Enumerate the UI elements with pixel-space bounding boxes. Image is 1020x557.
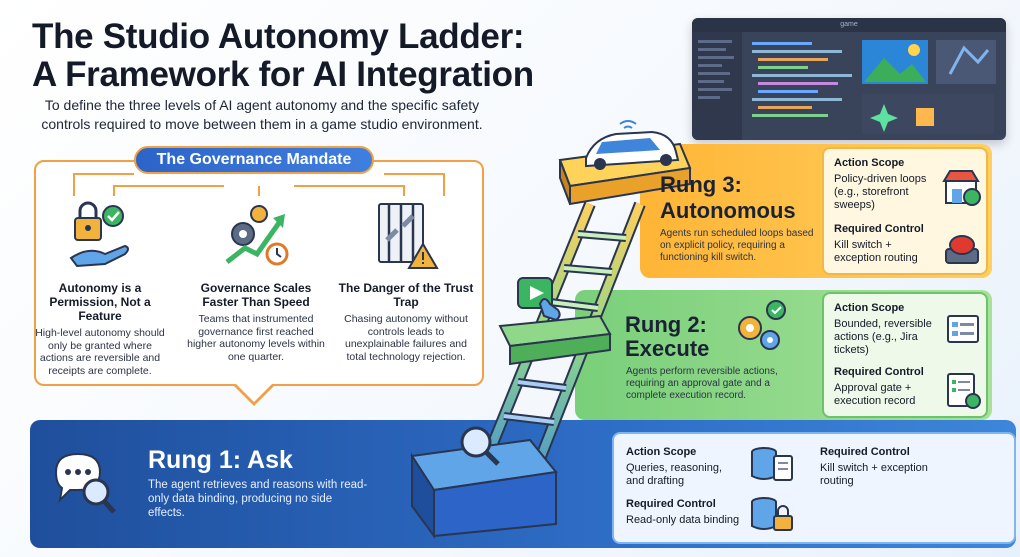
magnifier-icon bbox=[460, 426, 500, 466]
required-control-text-2: Kill switch + exception routing bbox=[820, 462, 928, 487]
gears-check-icon bbox=[738, 300, 786, 350]
rung2-title-2: Execute bbox=[625, 336, 710, 361]
game-editor-mockup: game bbox=[692, 18, 1006, 140]
governance-banner: The Governance Mandate bbox=[134, 146, 374, 174]
rung2-title: Rung 2: bbox=[625, 312, 707, 337]
required-control-label: Required Control bbox=[834, 366, 924, 378]
action-scope-text: Bounded, reversible actions (e.g., Jira … bbox=[834, 318, 932, 356]
governance-pointer-inner bbox=[235, 383, 273, 402]
broken-chain-warning-icon bbox=[378, 203, 439, 269]
governance-heading: Governance Scales Faster Than Speed bbox=[200, 281, 312, 309]
action-scope-text: Policy-driven loops (e.g., storefront sw… bbox=[834, 173, 927, 211]
governance-column-scales: Governance Scales Faster Than Speed Team… bbox=[186, 200, 326, 363]
governance-connector-lines bbox=[73, 173, 445, 196]
storefront-icon bbox=[942, 170, 981, 206]
rung3-title-2: Autonomous bbox=[660, 198, 796, 223]
play-button-icon bbox=[517, 277, 561, 322]
database-document-icon bbox=[751, 447, 793, 481]
required-control-text: Approval gate + execution record bbox=[834, 382, 916, 407]
checklist-icon bbox=[947, 373, 981, 409]
ticket-form-icon bbox=[947, 315, 979, 343]
title-line1: The Studio Autonomy Ladder: bbox=[32, 17, 525, 56]
governance-column-trust-trap: The Danger of the Trust Trap Chasing aut… bbox=[336, 200, 476, 363]
lock-hand-check-icon bbox=[69, 201, 129, 268]
governance-body: Teams that instrumented governance first… bbox=[187, 313, 325, 363]
required-control-label-2: Required Control bbox=[820, 446, 910, 458]
page-subtitle: To define the three levels of AI agent a… bbox=[41, 97, 483, 132]
database-lock-icon bbox=[751, 497, 793, 531]
mockup-titlebar: game bbox=[692, 18, 1006, 32]
title-line2: A Framework for AI Integration bbox=[32, 55, 534, 94]
chat-search-icon bbox=[54, 452, 116, 514]
governance-panel bbox=[34, 160, 484, 386]
governance-column-permission: Autonomy is a Permission, Not a Feature … bbox=[30, 200, 170, 377]
rung3-title: Rung 3: bbox=[660, 172, 742, 197]
governance-body: Chasing autonomy without controls leads … bbox=[344, 313, 468, 363]
gears-growth-arrow-icon bbox=[225, 205, 289, 266]
action-scope-text: Queries, reasoning, and drafting bbox=[626, 462, 722, 487]
ladder-illustration bbox=[410, 120, 692, 540]
action-scope-label: Action Scope bbox=[834, 157, 905, 169]
governance-heading: Autonomy is a Permission, Not a Feature bbox=[49, 281, 151, 323]
required-control-text: Kill switch + exception routing bbox=[834, 239, 918, 264]
governance-heading: The Danger of the Trust Trap bbox=[338, 281, 474, 309]
rung1-description: The agent retrieves and reasons with rea… bbox=[148, 479, 368, 519]
code-editor-icon bbox=[692, 32, 996, 140]
governance-body: High-level autonomy should only be grant… bbox=[35, 327, 165, 377]
kill-switch-icon bbox=[945, 235, 979, 264]
rung1-card: Action Scope Queries, reasoning, and dra… bbox=[612, 432, 1016, 544]
required-control-text: Read-only data binding bbox=[626, 514, 740, 526]
car-icon bbox=[585, 120, 680, 170]
rung2-card: Action Scope Bounded, reversible actions… bbox=[822, 292, 988, 418]
action-scope-label: Action Scope bbox=[626, 446, 697, 458]
action-scope-label: Action Scope bbox=[834, 302, 905, 314]
rung2-description: Agents perform reversible actions, requi… bbox=[626, 366, 778, 401]
rung1-title: Rung 1: Ask bbox=[148, 446, 293, 474]
required-control-label: Required Control bbox=[626, 498, 716, 510]
required-control-label: Required Control bbox=[834, 223, 924, 235]
rung3-description: Agents run scheduled loops based on expl… bbox=[660, 228, 814, 263]
page-title: The Studio Autonomy Ladder: A Framework … bbox=[32, 18, 592, 94]
rung3-card: Action Scope Policy-driven loops (e.g., … bbox=[822, 147, 988, 275]
